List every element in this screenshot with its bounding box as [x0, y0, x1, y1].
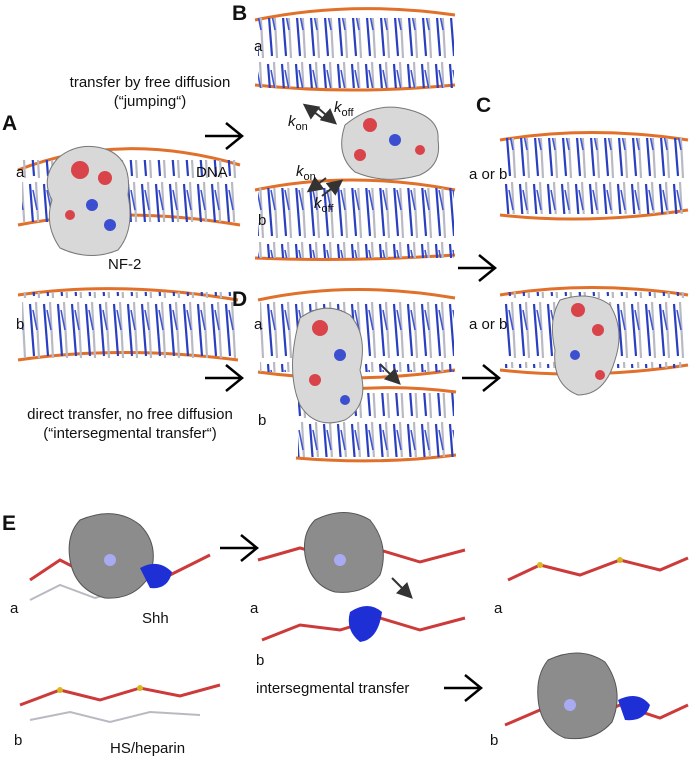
- arrow-A-to-B: [205, 122, 244, 150]
- rate-koff-upper: koff: [334, 99, 354, 120]
- label-hs-heparin: HS/heparin: [110, 740, 186, 757]
- rate-kon-upper: kon: [288, 113, 308, 134]
- strand-label-C-lower: a or b: [469, 316, 508, 333]
- strand-label-A-a: a: [16, 164, 25, 181]
- label-nf2: NF-2: [108, 256, 142, 273]
- protein-nf2-A: [46, 145, 131, 256]
- arrow-E-left-to-middle: [220, 534, 259, 562]
- protein-shh-E-right: [537, 652, 650, 740]
- strand-label-E-right-a: a: [494, 600, 503, 617]
- caption-intersegmental: intersegmental transfer: [256, 680, 410, 697]
- dna-duplex-B-a: [254, 7, 456, 92]
- strand-label-E-middle-a: a: [250, 600, 259, 617]
- caption-direct-line2: (“intersegmental transfer“): [43, 425, 217, 442]
- protein-shh-E-middle: [304, 512, 384, 642]
- panel-label-C: C: [476, 94, 492, 117]
- dna-duplex-B-b: [254, 178, 456, 261]
- heparin-chain-E-a-right: [507, 556, 689, 582]
- protein-shh-E-left: [68, 513, 172, 599]
- panel-label-E: E: [2, 512, 17, 535]
- dna-duplex-A-b: [17, 287, 239, 362]
- arrow-B-to-C: [458, 254, 497, 282]
- arrow-koff-upper-out: [317, 107, 338, 125]
- rate-kon-lower: kon: [296, 163, 316, 184]
- panel-label-B: B: [232, 2, 248, 25]
- arrow-A-to-D: [205, 364, 244, 392]
- strand-label-D-b: b: [258, 412, 267, 429]
- arrow-D-movement: [379, 363, 401, 385]
- rate-koff-lower: koff: [314, 195, 334, 216]
- caption-jumping-line2: (“jumping“): [113, 93, 187, 110]
- label-shh: Shh: [142, 610, 169, 627]
- dna-duplex-C-1: [499, 131, 689, 221]
- strand-label-B-a: a: [254, 38, 263, 55]
- strand-label-E-right-b: b: [490, 732, 499, 749]
- panel-label-A: A: [2, 112, 18, 135]
- heparin-chain-E-b-left: [19, 683, 221, 724]
- strand-label-C-upper: a or b: [469, 166, 508, 183]
- protein-nf2-B: [341, 106, 440, 180]
- strand-label-B-b: b: [258, 212, 267, 229]
- panel-label-D: D: [232, 288, 248, 311]
- arrow-D-to-C: [462, 364, 501, 392]
- arrow-E-movement: [391, 577, 413, 599]
- label-dna: DNA: [196, 164, 228, 181]
- arrow-koff-lower-out: [321, 179, 344, 197]
- strand-label-D-a: a: [254, 316, 263, 333]
- protein-nf2-C: [551, 295, 620, 396]
- arrow-E-intersegmental: [444, 674, 483, 702]
- strand-label-E-left-b: b: [14, 732, 23, 749]
- arrow-kon-upper-in: [302, 103, 323, 120]
- strand-label-E-left-a: a: [10, 600, 19, 617]
- strand-label-A-b: b: [16, 316, 25, 333]
- protein-nf2-D: [292, 307, 364, 424]
- strand-label-E-middle-b: b: [256, 652, 265, 669]
- caption-direct-line1: direct transfer, no free diffusion: [27, 406, 233, 423]
- caption-jumping-line1: transfer by free diffusion: [69, 74, 231, 91]
- arrow-kon-lower-in: [306, 176, 327, 193]
